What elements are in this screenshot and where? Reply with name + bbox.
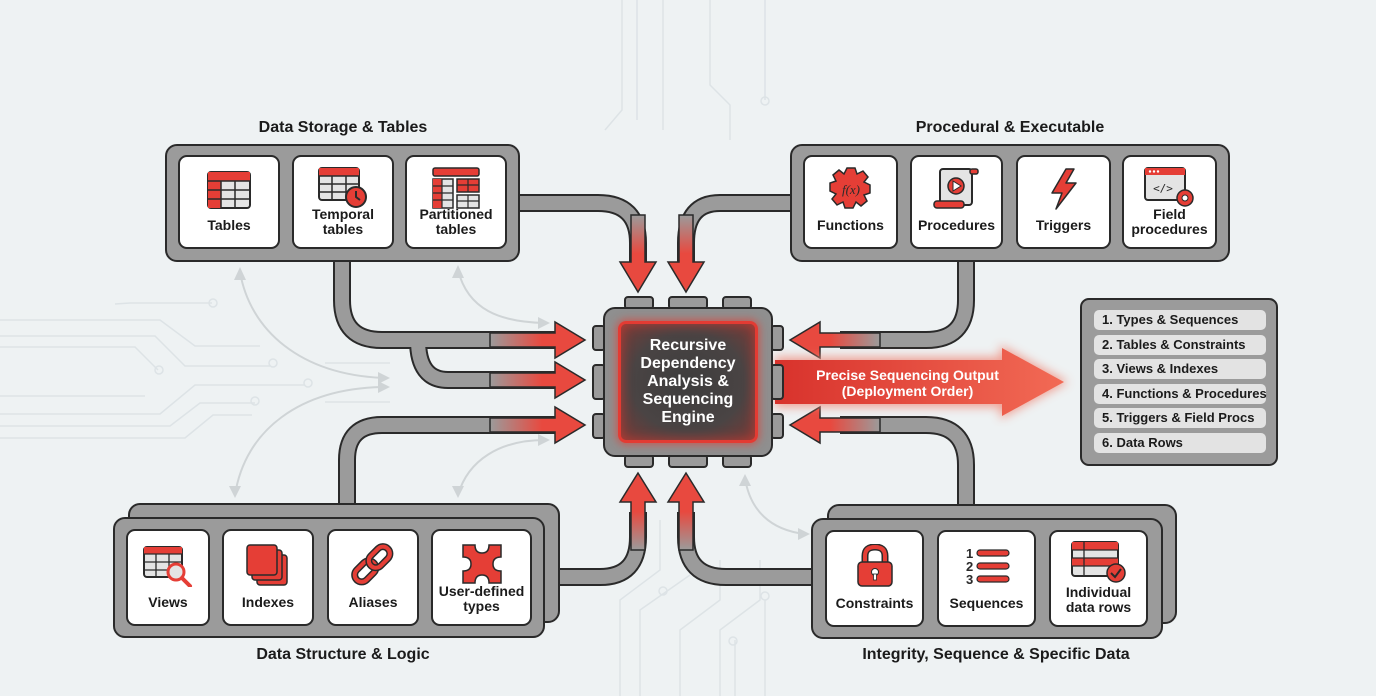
card-triggers[interactable]: Triggers — [1016, 155, 1111, 249]
card-procedures[interactable]: Procedures — [910, 155, 1003, 249]
card-label: Indexes — [241, 594, 295, 610]
svg-text:f(x): f(x) — [841, 182, 859, 197]
dependency-pipes — [333, 194, 975, 586]
card-sequences[interactable]: 1 2 3 Sequences — [937, 530, 1036, 627]
card-tables[interactable]: Tables — [178, 155, 280, 249]
link-icon — [351, 543, 394, 586]
card-field-procedures[interactable]: </> Field procedures — [1122, 155, 1217, 249]
svg-text:</>: </> — [1153, 182, 1173, 195]
card-label: Aliases — [348, 594, 398, 610]
arrow-procedural-top — [666, 214, 706, 294]
output-arrow — [775, 345, 1068, 419]
group-title-integrity: Integrity, Sequence & Specific Data — [862, 646, 1130, 663]
arrow-procedural-right — [788, 320, 881, 360]
partitioned-table-icon — [432, 167, 480, 209]
feedback-arrows — [234, 269, 806, 535]
arrow-storage-top — [618, 214, 658, 294]
card-label: Tables — [207, 217, 251, 233]
deployment-order-panel: 1. Types & Sequences 2. Tables & Constra… — [1080, 298, 1278, 466]
lock-icon — [856, 544, 893, 587]
temporal-table-icon — [318, 167, 367, 208]
card-constraints[interactable]: Constraints — [825, 530, 924, 627]
group-title-structure: Data Structure & Logic — [256, 646, 430, 663]
table-check-icon — [1070, 541, 1126, 583]
svg-text:2: 2 — [966, 559, 973, 574]
order-item: 5. Triggers & Field Procs — [1094, 408, 1266, 428]
card-user-defined-types[interactable]: User-defined types — [431, 529, 532, 626]
code-window-gear-icon: </> — [1143, 167, 1194, 207]
puzzle-icon — [461, 544, 502, 584]
group-title-procedural: Procedural & Executable — [915, 119, 1105, 136]
card-label: Constraints — [835, 595, 914, 611]
card-label: Sequences — [949, 595, 1024, 611]
group-title-storage: Data Storage & Tables — [258, 119, 428, 136]
card-aliases[interactable]: Aliases — [327, 529, 419, 626]
function-gear-icon: f(x) — [828, 167, 871, 209]
order-item: 4. Functions & Procedures — [1094, 384, 1267, 404]
card-individual-data-rows[interactable]: Individual data rows — [1049, 530, 1148, 627]
arrow-storage-2 — [489, 360, 587, 400]
card-label: Field procedures — [1131, 206, 1208, 237]
stacked-pages-icon — [246, 544, 288, 586]
order-item: 1. Types & Sequences — [1094, 310, 1266, 330]
output-label: Precise Sequencing Output (Deployment Or… — [816, 367, 999, 399]
card-label: Partitioned tables — [419, 206, 493, 237]
svg-text:3: 3 — [966, 572, 973, 586]
card-label: Triggers — [1035, 217, 1092, 233]
card-label: Functions — [817, 217, 884, 233]
lightning-icon — [1050, 168, 1077, 210]
card-label: Views — [148, 594, 188, 610]
engine-core[interactable]: Recursive Dependency Analysis & Sequenci… — [618, 321, 758, 443]
order-item: 3. Views & Indexes — [1094, 359, 1266, 379]
card-label: User-defined types — [438, 583, 525, 614]
arrow-structure-bottom — [618, 471, 658, 551]
order-item: 2. Tables & Constraints — [1094, 335, 1266, 355]
card-functions[interactable]: f(x) Functions — [803, 155, 898, 249]
card-label: Procedures — [917, 217, 996, 233]
arrow-integrity-bottom — [666, 471, 706, 551]
table-icon — [207, 171, 251, 209]
circuit-traces — [0, 0, 766, 696]
card-label: Temporal tables — [312, 206, 374, 237]
card-temporal-tables[interactable]: Temporal tables — [292, 155, 394, 249]
input-arrows — [489, 214, 881, 551]
arrow-integrity-right — [788, 405, 881, 445]
svg-text:1: 1 — [966, 546, 973, 561]
procedure-scroll-icon — [932, 168, 979, 209]
card-partitioned-tables[interactable]: Partitioned tables — [405, 155, 507, 249]
arrow-structure — [489, 405, 587, 445]
arrow-storage-1 — [489, 320, 587, 360]
order-item: 6. Data Rows — [1094, 433, 1266, 453]
engine-label: Recursive Dependency Analysis & Sequenci… — [640, 337, 736, 426]
card-views[interactable]: Views — [126, 529, 210, 626]
card-label: Individual data rows — [1065, 584, 1132, 615]
card-indexes[interactable]: Indexes — [222, 529, 314, 626]
view-search-icon — [143, 546, 192, 587]
numbered-list-icon: 1 2 3 — [966, 546, 1010, 586]
